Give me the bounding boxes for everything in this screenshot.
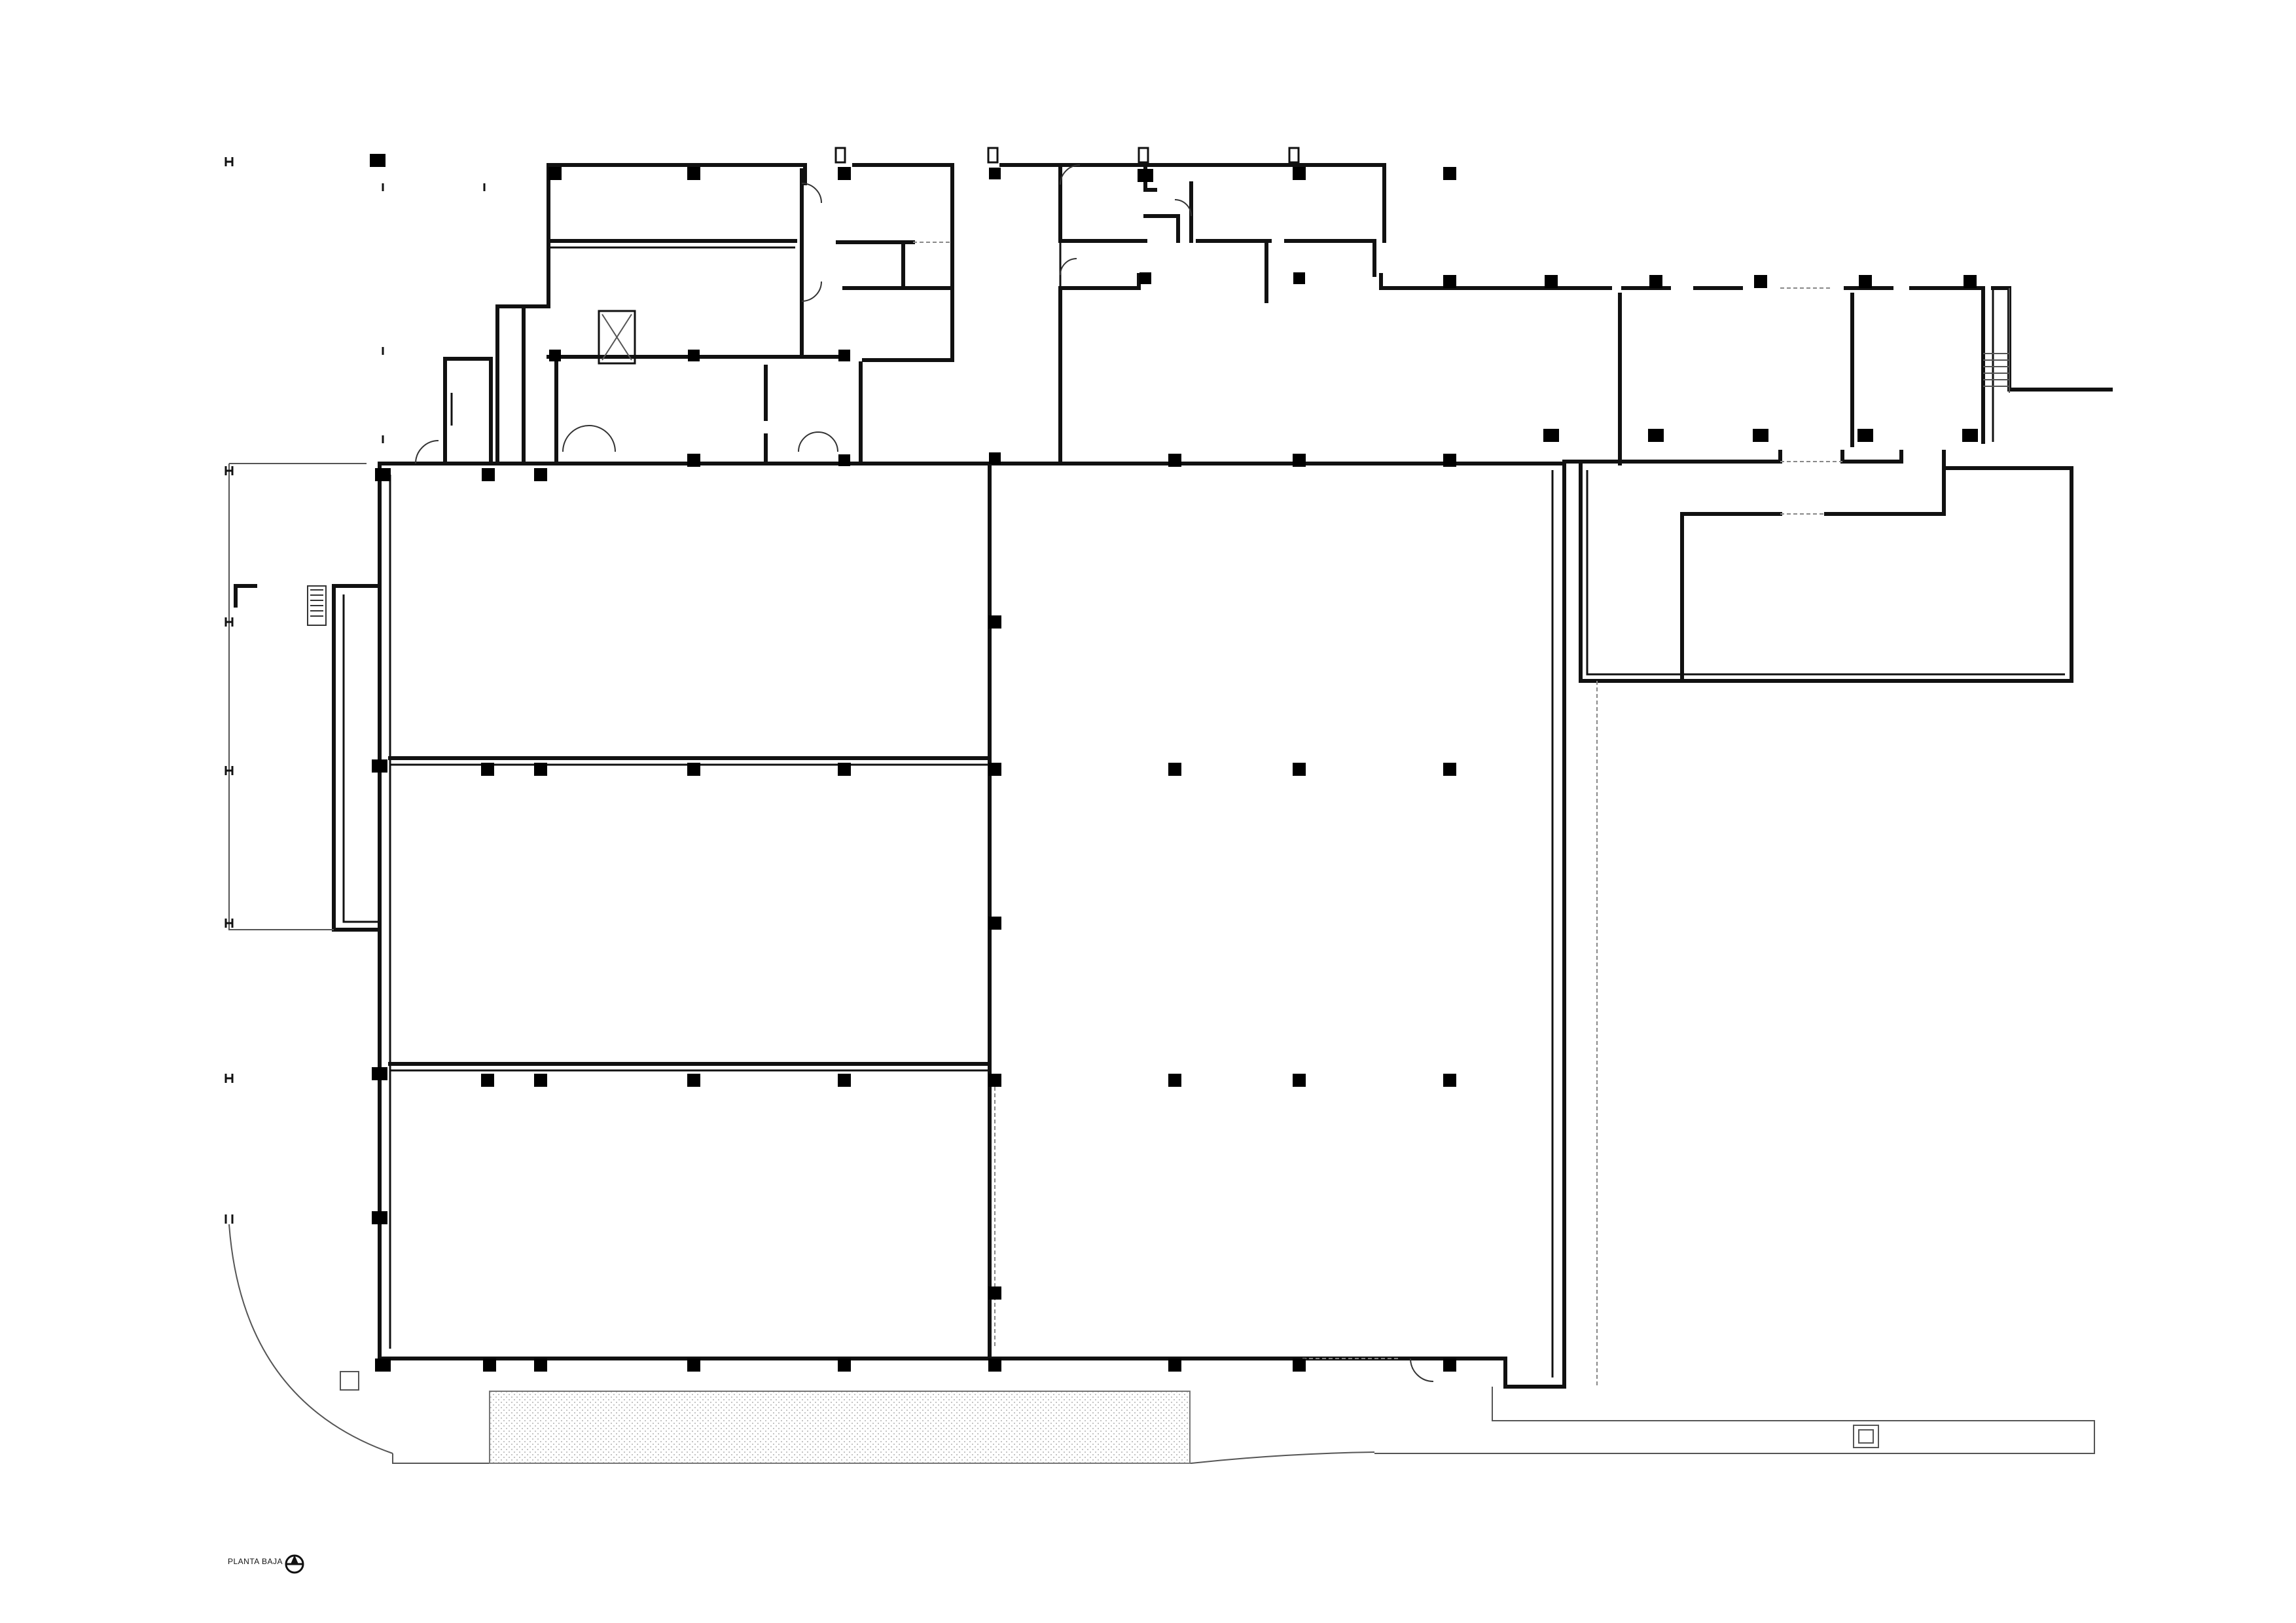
west-annex <box>228 463 1191 1464</box>
north-office-block <box>415 163 1386 465</box>
plan-title: PLANTA BAJA <box>228 1557 283 1566</box>
north-arrow-icon <box>285 1554 304 1574</box>
grid-markers <box>224 147 1300 1224</box>
south-forecourt <box>489 1358 2095 1464</box>
structural-columns <box>370 154 1978 1372</box>
east-wing <box>1562 286 2113 1387</box>
main-hall-walls <box>378 460 1566 1389</box>
central-north-wing <box>1058 163 1985 465</box>
